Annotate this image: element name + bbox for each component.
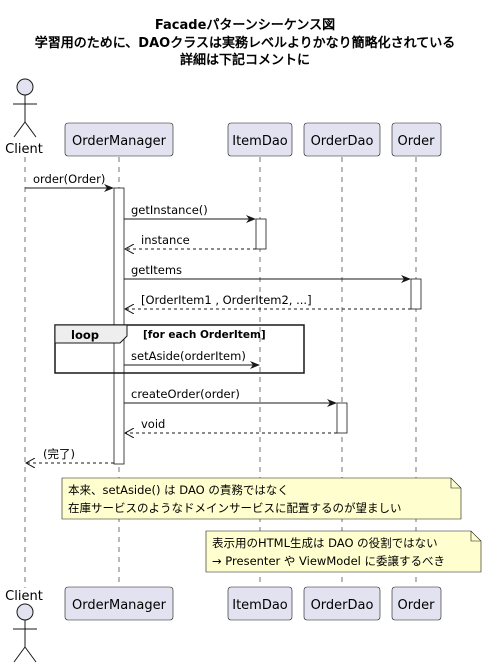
participant-order-manager-top: OrderManager	[64, 122, 174, 157]
activation-order-dao	[336, 402, 348, 434]
message-label-void: void	[141, 417, 165, 431]
loop-keyword: loop	[71, 328, 99, 342]
participant-item-dao-top: ItemDao	[227, 122, 293, 157]
note-2-line-2: → Presenter や ViewModel に委譲するべき	[212, 554, 445, 568]
note-1-line-1: 本来、setAside() は DAO の責務ではなく	[68, 483, 289, 497]
activation-item-dao-1	[255, 218, 267, 250]
participant-label-client-top: Client	[5, 142, 43, 157]
message-label-set-aside: setAside(orderItem)	[131, 349, 246, 363]
message-label-items-return: [OrderItem1 , OrderItem2, ...]	[141, 293, 312, 307]
participant-label-order-dao: OrderDao	[311, 134, 374, 149]
participant-order-bottom: Order	[391, 586, 442, 621]
client-actor-top	[13, 78, 37, 138]
participant-label-order: Order	[398, 134, 436, 149]
diagram-title-line-2: 学習用のために、DAOクラスは実務レベルよりかなり簡略化されている	[35, 35, 456, 51]
participant-label-item-dao: ItemDao	[232, 134, 288, 149]
participant-order-dao-top: OrderDao	[303, 122, 381, 157]
participant-label-item-dao-bottom: ItemDao	[232, 598, 288, 613]
participant-label-order-manager-bottom: OrderManager	[72, 598, 167, 613]
loop-fragment: loop [for each OrderItem]	[54, 324, 305, 374]
note-2-line-1: 表示用のHTML生成は DAO の役割ではない	[212, 536, 438, 550]
participant-label-order-bottom: Order	[398, 598, 436, 613]
participant-order-manager-bottom: OrderManager	[64, 586, 174, 621]
note-1-line-2: 在庫サービスのようなドメインサービスに配置するのが望ましい	[68, 501, 402, 515]
message-label-get-items: getItems	[131, 263, 182, 277]
message-label-done: (完了)	[43, 447, 75, 461]
diagram-title-line-3: 詳細は下記コメントに	[180, 52, 310, 68]
activation-order	[410, 278, 422, 310]
client-actor-bottom	[13, 603, 37, 663]
note-setaside-responsibility: 本来、setAside() は DAO の責務ではなく 在庫サービスのようなドメ…	[61, 477, 462, 520]
participant-label-client-bottom: Client	[5, 589, 43, 604]
participant-order-top: Order	[391, 122, 442, 157]
message-label-get-instance: getInstance()	[131, 203, 208, 217]
participant-label-order-dao-bottom: OrderDao	[311, 598, 374, 613]
participant-item-dao-bottom: ItemDao	[227, 586, 293, 621]
message-label-order: order(Order)	[33, 172, 105, 186]
loop-condition: [for each OrderItem]	[143, 329, 266, 341]
participant-order-dao-bottom: OrderDao	[303, 586, 381, 621]
diagram-title-line-1: Facadeパターンシーケンス図	[155, 18, 335, 33]
note-html-generation: 表示用のHTML生成は DAO の役割ではない → Presenter や Vi…	[205, 530, 482, 573]
message-label-create-order: createOrder(order)	[131, 387, 240, 401]
participant-label-order-manager: OrderManager	[72, 134, 167, 149]
message-label-instance: instance	[141, 233, 190, 247]
